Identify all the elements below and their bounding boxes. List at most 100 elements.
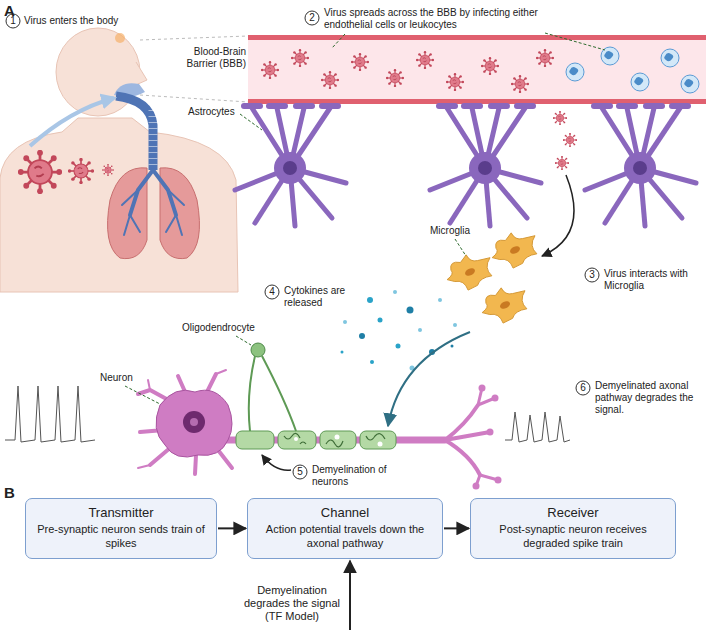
- blood-brain-barrier-part: [481, 57, 499, 75]
- step-circles-part: [265, 285, 279, 299]
- human-body-part: [136, 62, 147, 84]
- step-circles-part: [305, 11, 319, 25]
- neuron-part-part: [445, 405, 490, 475]
- cytokines-part: [370, 360, 374, 364]
- neuron-part-part: [218, 450, 232, 468]
- human-body-part-part: [153, 170, 176, 215]
- blood-brain-barrier-part: [416, 51, 434, 69]
- step-circles-part: [585, 268, 599, 282]
- virus-entry-part: [18, 150, 62, 194]
- box-body: Action potential travels down the axonal…: [256, 523, 434, 551]
- blood-brain-barrier-part: [386, 69, 404, 87]
- myelin-sheath-part: [378, 442, 383, 447]
- callout-number: 4: [266, 285, 278, 299]
- neuron-part: [125, 386, 160, 404]
- astrocytes-part: [430, 106, 541, 226]
- myelin-sheath-part: [284, 433, 385, 446]
- step-caption: Demyelination of neurons: [312, 464, 388, 488]
- step-caption: Cytokines are released: [284, 285, 358, 309]
- blood-brain-barrier-part: [681, 75, 699, 93]
- step-caption: Virus spreads across the BBB by infectin…: [324, 7, 544, 31]
- cytokines-part: [343, 320, 347, 324]
- step-caption: Virus interacts with Microglia: [604, 268, 696, 292]
- human-body-part: [108, 168, 147, 259]
- myelin-sheath-part: [335, 435, 340, 440]
- free-virus-part: [542, 175, 574, 256]
- virus-entry-part: [68, 158, 94, 184]
- human-body-part: [140, 36, 248, 40]
- blood-brain-barrier-part: [446, 73, 464, 91]
- box-heading: Receiver: [479, 505, 667, 521]
- flow-arrow: [218, 527, 246, 529]
- microglia-part: [482, 288, 527, 323]
- human-body-part-part: [130, 170, 153, 215]
- neuron-part: [156, 390, 232, 457]
- free-virus-part: [553, 111, 567, 125]
- structure-label: Astrocytes: [188, 106, 235, 118]
- callout-number: 3: [586, 268, 598, 282]
- human-body-part: [149, 104, 158, 168]
- myelin-sheath-part: [262, 455, 291, 470]
- human-body-part: [0, 118, 238, 292]
- microglia: [447, 233, 537, 323]
- cytokines-part: [451, 345, 454, 348]
- cytokines-part: [438, 298, 442, 302]
- structure-label: Oligodendrocyte: [182, 322, 255, 334]
- neuron-part-part: [487, 429, 494, 436]
- blood-brain-barrier-part: [321, 71, 339, 89]
- blood-brain-barrier-part: [536, 49, 554, 67]
- astrocytes-part: [240, 114, 262, 130]
- process-box: ReceiverPost-synaptic neuron receives de…: [470, 498, 676, 559]
- neuron-part: [183, 411, 205, 433]
- cytokines: [341, 290, 471, 426]
- neuron-part-part: [495, 477, 502, 484]
- process-box: ChannelAction potential travels down the…: [247, 498, 443, 559]
- input-arrow: [349, 561, 351, 630]
- panel-letter: B: [4, 484, 15, 502]
- human-body-part: [115, 33, 125, 43]
- blood-brain-barrier-part: [248, 37, 706, 103]
- blood-brain-barrier-part: [351, 53, 369, 71]
- callout-number: 6: [577, 381, 589, 395]
- myelin-sheath-part: [251, 343, 265, 357]
- astrocytes-part: [585, 106, 696, 226]
- cytokines-part: [341, 351, 344, 354]
- flow-arrow: [444, 527, 469, 529]
- cytokines-part: [359, 333, 365, 339]
- box-heading: Transmitter: [34, 505, 208, 521]
- microglia-part: [447, 255, 492, 290]
- human-body-part-part: [122, 190, 140, 235]
- human-body-part: [116, 96, 153, 170]
- blood-brain-barrier-part: [332, 34, 345, 48]
- myelin-sheath: [236, 336, 396, 470]
- cytokines-part: [388, 332, 470, 426]
- cytokines-part: [378, 318, 383, 323]
- blood-brain-barrier-part: [511, 75, 529, 93]
- human-body-part-part: [166, 190, 184, 235]
- box-body: Pre-synaptic neuron sends train of spike…: [34, 523, 208, 551]
- step-circles: [6, 11, 599, 479]
- free-virus: [542, 111, 577, 256]
- step-circles-part: [293, 465, 307, 479]
- myelin-sheath-part: [236, 431, 274, 449]
- human-body-part: [122, 170, 184, 235]
- box-body: Post-synaptic neuron receives degraded s…: [479, 523, 667, 551]
- astrocytes: [235, 106, 696, 226]
- myelin-sheath-part: [294, 437, 298, 441]
- microglia-part: [455, 239, 466, 256]
- neuron-part: [473, 385, 502, 490]
- human-body: [0, 28, 248, 292]
- cytokines-part: [367, 297, 373, 303]
- virus-entry: [18, 98, 114, 194]
- spike-trains-part: [5, 386, 95, 442]
- step-caption: Virus enters the body: [24, 15, 118, 27]
- virus-entry-part: [30, 98, 114, 146]
- box-heading: Channel: [256, 505, 434, 521]
- free-virus-part: [555, 156, 569, 170]
- callout-number: 5: [294, 465, 306, 479]
- blood-brain-barrier-part: [566, 63, 584, 81]
- neuron-part: [190, 418, 198, 426]
- step-circles-part: [576, 381, 590, 395]
- myelin-sheath-part: [249, 356, 296, 431]
